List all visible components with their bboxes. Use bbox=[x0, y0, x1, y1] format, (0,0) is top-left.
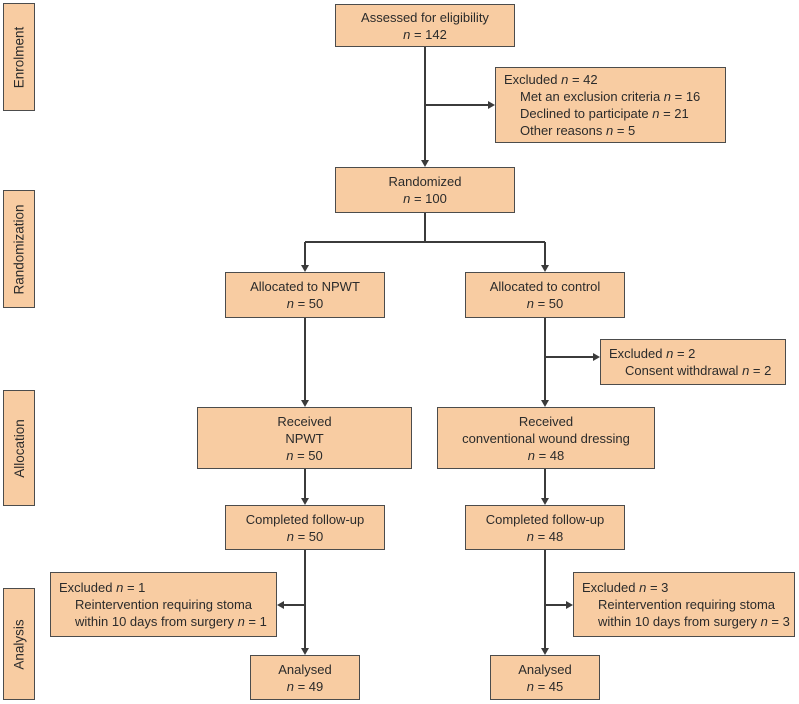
box-line: Randomized bbox=[388, 174, 462, 189]
arrowhead-icon bbox=[300, 498, 309, 505]
arrowhead-icon bbox=[300, 400, 309, 407]
flow-box-excluded-analysis-npwt: Excluded n = 1 Reintervention requiring s… bbox=[50, 572, 277, 637]
box-line: Received bbox=[518, 413, 574, 429]
stage-label-analysis: Analysis bbox=[3, 588, 35, 700]
box-line: n = 142 bbox=[403, 26, 447, 42]
arrowhead-icon bbox=[540, 648, 549, 655]
arrowhead-icon bbox=[593, 352, 600, 361]
stage-label-text: Allocation bbox=[11, 418, 27, 478]
box-line: Allocated to control bbox=[489, 279, 601, 294]
box-line: Completed follow-up bbox=[245, 511, 365, 527]
connector-line bbox=[305, 241, 545, 243]
box-line: n = 50 bbox=[286, 528, 324, 544]
box-line: Excluded n = 1 bbox=[59, 580, 146, 595]
box-line: within 10 days from surgery n = 3 bbox=[598, 614, 790, 629]
connector-line bbox=[304, 242, 306, 265]
box-line: Excluded n = 3 bbox=[582, 580, 669, 595]
box-line: Allocated to NPWT bbox=[250, 279, 360, 294]
box-line: n = 50 bbox=[526, 296, 564, 311]
stage-label-text: Randomization bbox=[11, 203, 27, 295]
box-line: n = 50 bbox=[286, 447, 323, 463]
box-line: Analysed bbox=[518, 661, 572, 677]
arrowhead-icon bbox=[540, 400, 549, 407]
box-line: Excluded n = 2 bbox=[609, 346, 696, 361]
stage-label-text: Analysis bbox=[11, 618, 27, 670]
box-line: n = 48 bbox=[526, 528, 564, 544]
connector-line bbox=[304, 318, 306, 400]
box-line: n = 50 bbox=[286, 296, 324, 311]
connector-line bbox=[424, 213, 426, 243]
connector-line bbox=[424, 47, 426, 160]
connector-line bbox=[545, 356, 593, 358]
stage-label-allocation: Allocation bbox=[3, 390, 35, 506]
flow-box-allocated-control: Allocated to control n = 50 bbox=[465, 272, 625, 318]
box-line: n = 48 bbox=[527, 447, 565, 463]
arrowhead-icon bbox=[300, 265, 309, 272]
box-line: Excluded n = 42 bbox=[504, 72, 598, 87]
arrowhead-icon bbox=[540, 498, 549, 505]
connector-line bbox=[284, 604, 305, 606]
box-line: Analysed bbox=[278, 661, 332, 677]
connector-line bbox=[545, 604, 566, 606]
flow-box-randomized: Randomized n = 100 bbox=[335, 167, 515, 213]
connector-line bbox=[304, 469, 306, 498]
box-line: within 10 days from surgery n = 1 bbox=[75, 614, 267, 629]
connector-line bbox=[544, 550, 546, 648]
box-line: Completed follow-up bbox=[485, 511, 605, 527]
arrowhead-icon bbox=[277, 600, 284, 609]
stage-label-enrolment: Enrolment bbox=[3, 3, 35, 111]
arrowhead-icon bbox=[566, 600, 573, 609]
arrowhead-icon bbox=[300, 648, 309, 655]
stage-label-randomization: Randomization bbox=[3, 190, 35, 308]
flow-box-allocated-npwt: Allocated to NPWT n = 50 bbox=[225, 272, 385, 318]
box-line: Declined to participate n = 21 bbox=[520, 106, 689, 121]
connector-line bbox=[544, 242, 546, 265]
flow-box-excluded-analysis-control: Excluded n = 3 Reintervention requiring s… bbox=[573, 572, 795, 637]
flow-box-excluded-allocation: Excluded n = 2 Consent withdrawal n = 2 bbox=[600, 339, 786, 385]
connector-line bbox=[304, 550, 306, 648]
box-line: Met an exclusion criteria n = 16 bbox=[520, 89, 701, 104]
box-line: Reintervention requiring stoma bbox=[75, 597, 253, 612]
arrowhead-icon bbox=[420, 160, 429, 167]
box-line: Received bbox=[277, 413, 332, 429]
box-line: NPWT bbox=[285, 430, 324, 446]
connector-line bbox=[544, 469, 546, 498]
connector-line bbox=[425, 104, 488, 106]
box-line: conventional wound dressing bbox=[462, 430, 630, 446]
box-line: Reintervention requiring stoma bbox=[598, 597, 776, 612]
stage-label-text: Enrolment bbox=[11, 26, 27, 88]
arrowhead-icon bbox=[540, 265, 549, 272]
box-line: n = 45 bbox=[526, 678, 564, 694]
box-line: Consent withdrawal n = 2 bbox=[625, 363, 772, 378]
box-line: Other reasons n = 5 bbox=[520, 123, 636, 138]
flow-box-excluded-enrolment: Excluded n = 42 Met an exclusion criteria… bbox=[495, 67, 726, 143]
arrowhead-icon bbox=[488, 100, 495, 109]
connector-line bbox=[544, 318, 546, 400]
box-line: n = 100 bbox=[403, 191, 447, 206]
box-line: Assessed for eligibility bbox=[361, 9, 489, 25]
box-line: n = 49 bbox=[286, 678, 324, 694]
